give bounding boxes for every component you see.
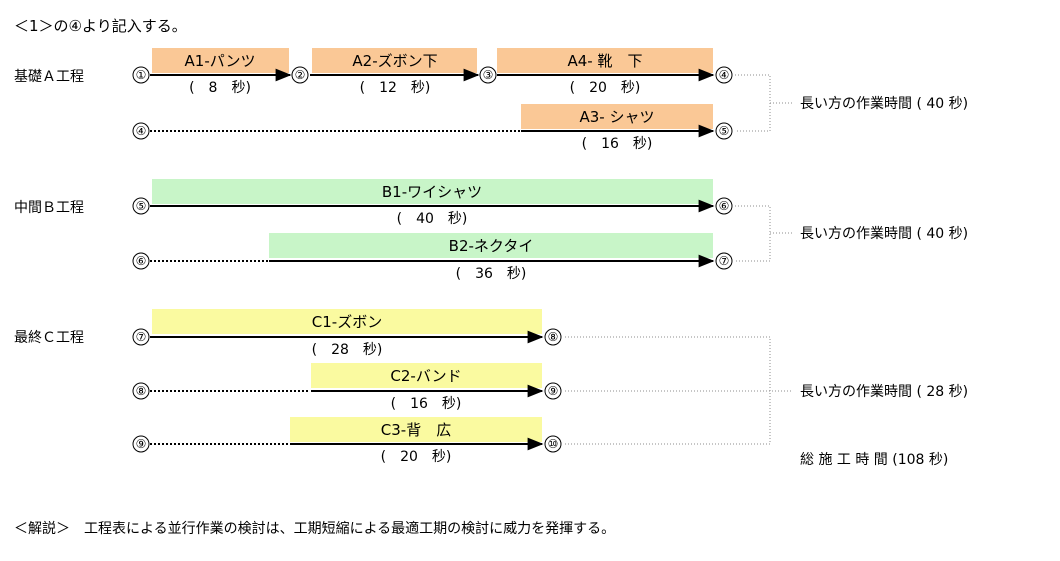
dur-a4: ( 20 秒) <box>570 80 641 96</box>
process-b-label: 中間Ｂ工程 <box>14 200 84 216</box>
node-4 <box>715 66 733 84</box>
header-title: ＜1＞の④より記入する。 <box>14 17 187 35</box>
dur-a1: ( 8 秒) <box>189 80 251 96</box>
node-6b <box>132 252 150 270</box>
node-2-label: ② <box>295 68 306 82</box>
bar-a2-label: A2-ズボン下 <box>352 52 437 70</box>
bar-c3 <box>290 417 542 442</box>
process-a-label: 基礎Ａ工程 <box>14 68 84 85</box>
node-3-label: ③ <box>483 68 494 82</box>
bar-b2-label: B2-ネクタイ <box>449 237 534 255</box>
node-6b-label: ⑥ <box>136 254 147 268</box>
node-10 <box>544 435 562 453</box>
dur-c2: ( 16 秒) <box>391 396 462 412</box>
bar-c1 <box>152 309 542 334</box>
node-7b <box>132 328 150 346</box>
bar-c2 <box>311 363 542 388</box>
node-9b-label: ⑨ <box>136 437 147 451</box>
node-9b <box>132 435 150 453</box>
node-4b <box>132 122 150 140</box>
bar-c3-label: C3-背 広 <box>381 421 451 439</box>
node-6-label: ⑥ <box>719 199 730 213</box>
bar-a1 <box>152 48 289 73</box>
longest-a: 長い方の作業時間 ( 40 秒) <box>800 96 968 112</box>
longest-c: 長い方の作業時間 ( 28 秒) <box>800 384 968 400</box>
node-8 <box>544 328 562 346</box>
node-6 <box>715 197 733 215</box>
node-5 <box>715 122 733 140</box>
dur-b1: ( 40 秒) <box>397 211 468 227</box>
dur-b2: ( 36 秒) <box>456 266 527 282</box>
bar-a1-label: A1-パンツ <box>185 52 256 70</box>
bar-b1-label: B1-ワイシャツ <box>382 183 482 201</box>
node-9 <box>544 382 562 400</box>
dur-c1: ( 28 秒) <box>312 342 383 358</box>
bar-b2 <box>269 233 713 258</box>
bar-a2 <box>312 48 477 73</box>
bar-b1 <box>152 179 713 204</box>
dur-c3: ( 20 秒) <box>381 449 452 465</box>
node-3 <box>479 66 497 84</box>
node-5-label: ⑤ <box>719 124 730 138</box>
node-1-label: ① <box>136 68 147 82</box>
node-2 <box>291 66 309 84</box>
process-c-label: 最終Ｃ工程 <box>14 330 84 346</box>
bar-c1-label: C1-ズボン <box>312 313 382 331</box>
dur-a2: ( 12 秒) <box>360 80 431 96</box>
node-7-label: ⑦ <box>719 254 730 268</box>
longest-b: 長い方の作業時間 ( 40 秒) <box>800 226 968 242</box>
bar-c2-label: C2-バンド <box>390 367 461 385</box>
bracket-b <box>735 205 771 262</box>
bracket-a <box>735 74 771 132</box>
bar-a3 <box>521 104 713 129</box>
node-4b-label: ④ <box>136 124 147 138</box>
node-7 <box>715 252 733 270</box>
node-8b <box>132 382 150 400</box>
bar-a4 <box>497 48 713 73</box>
node-4-label: ④ <box>719 68 730 82</box>
node-1 <box>132 66 150 84</box>
node-8-label: ⑧ <box>548 330 559 344</box>
node-8b-label: ⑧ <box>136 384 147 398</box>
explanation: ＜解説＞ 工程表による並行作業の検討は、工期短縮による最適工期の検討に威力を発揮… <box>14 520 615 537</box>
node-10-label: ⑩ <box>548 437 559 451</box>
node-5b-label: ⑤ <box>136 199 147 213</box>
node-5b <box>132 197 150 215</box>
dur-a3: ( 16 秒) <box>582 136 653 152</box>
total-time: 総 施 工 時 間 (108 秒) <box>800 452 948 468</box>
node-9-label: ⑨ <box>548 384 559 398</box>
node-7b-label: ⑦ <box>136 330 147 344</box>
bar-a3-label: A3- シャツ <box>580 108 655 126</box>
bar-a4-label: A4- 靴 下 <box>568 52 643 70</box>
